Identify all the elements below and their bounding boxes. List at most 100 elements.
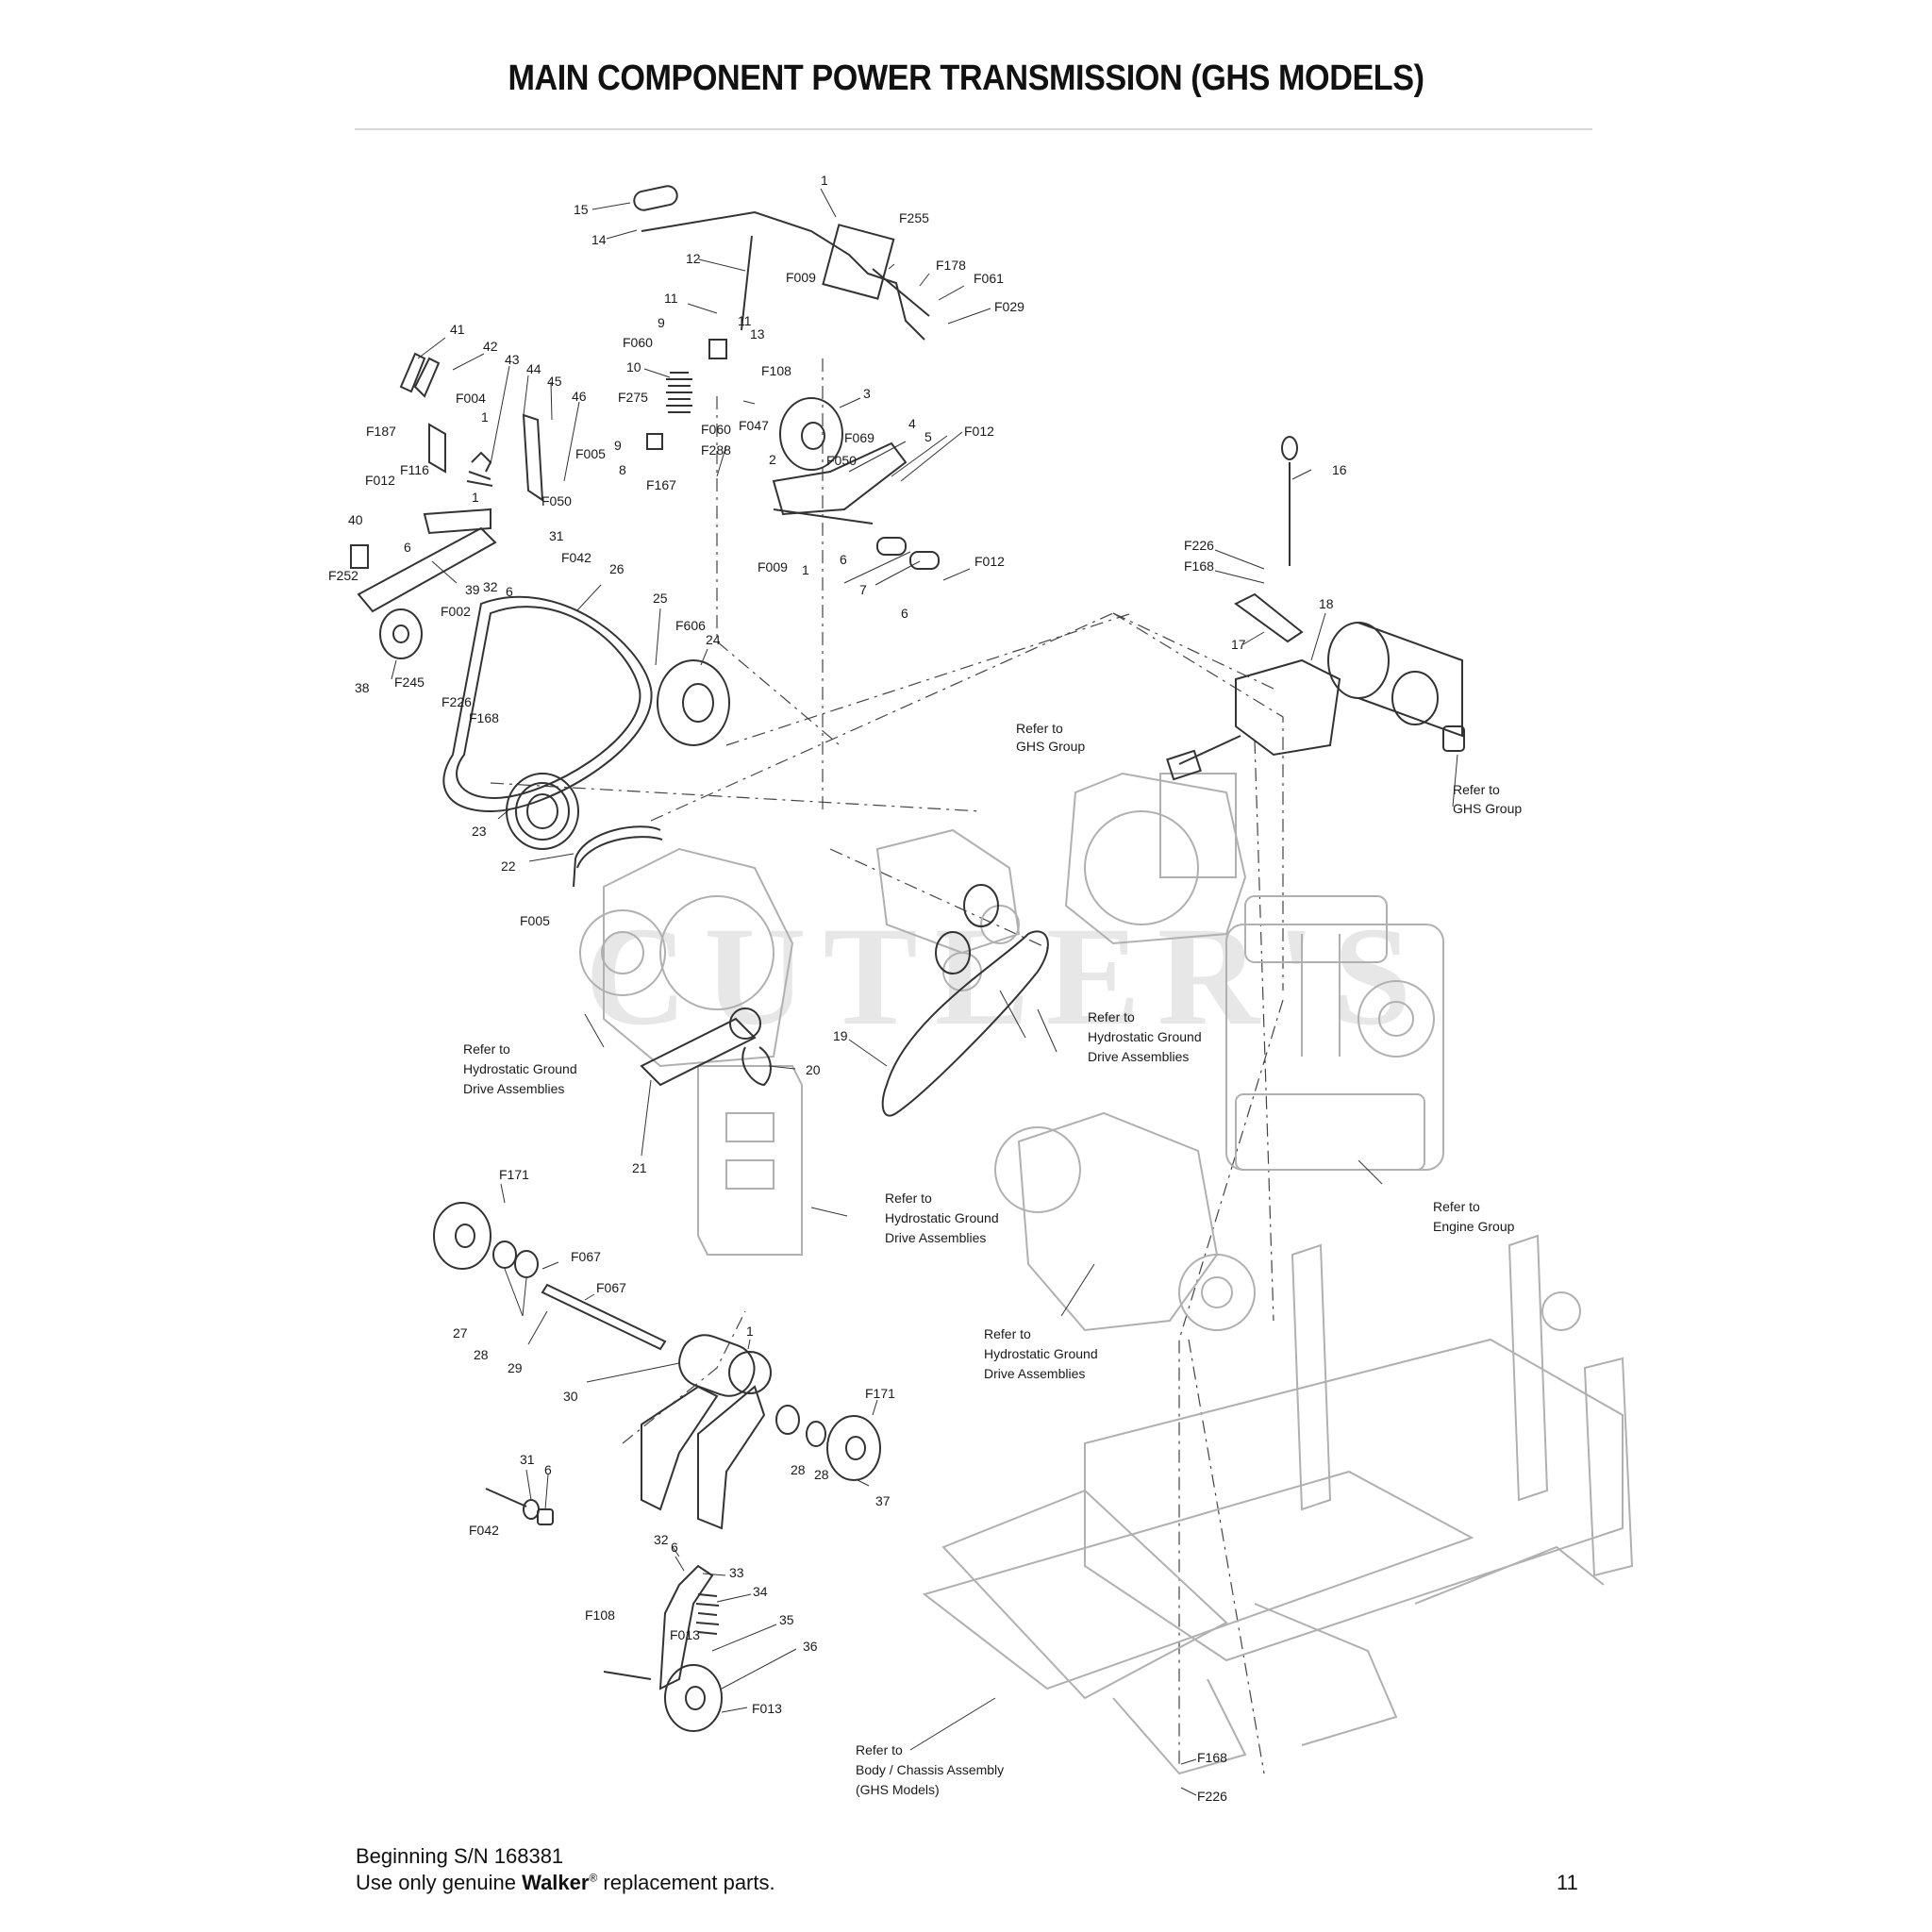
callout-41: 41 — [450, 322, 465, 337]
callout-26: 26 — [609, 561, 625, 576]
pulley-36 — [664, 1664, 723, 1732]
shaft-29 — [541, 1283, 667, 1351]
callout-31: 31 — [549, 528, 564, 543]
ref-body-chassis: Refer to Body / Chassis Assembly (GHS Mo… — [856, 1742, 1008, 1797]
callout-6e: 6 — [544, 1462, 552, 1477]
bushings-7 — [876, 537, 940, 570]
callout-24: 24 — [706, 632, 721, 647]
callout-16: 16 — [1332, 462, 1347, 477]
callout-F226b: F226 — [441, 694, 472, 709]
bolt-F108b — [603, 1671, 652, 1680]
dipstick-16 — [1281, 436, 1298, 566]
callout-F187: F187 — [366, 424, 396, 439]
callout-25: 25 — [653, 591, 668, 606]
handle-lever-assembly — [633, 185, 930, 341]
drive-pulley-23 — [506, 773, 579, 850]
callout-F108: F108 — [761, 363, 791, 378]
callout-F005: F005 — [575, 446, 606, 461]
gearbox-pulleys-ghs — [1327, 622, 1465, 752]
callout-F226: F226 — [1184, 538, 1214, 553]
callout-28b: 28 — [791, 1462, 806, 1477]
ghs-pulley-top — [935, 884, 999, 974]
callout-F042: F042 — [561, 550, 591, 565]
callout-42: 42 — [483, 339, 498, 354]
callout-15: 15 — [574, 202, 589, 217]
hydrostatic-right-ghost — [994, 1111, 1256, 1332]
callout-18: 18 — [1319, 596, 1334, 611]
idler-bracket-39 — [350, 508, 497, 613]
callout-21: 21 — [632, 1160, 647, 1175]
callout-F178: F178 — [936, 258, 966, 273]
page-title: MAIN COMPONENT POWER TRANSMISSION (GHS M… — [508, 58, 1424, 98]
callout-27: 27 — [453, 1325, 468, 1341]
callout-F245: F245 — [394, 675, 425, 690]
callout-1: 1 — [821, 173, 828, 188]
callout-F255: F255 — [899, 210, 929, 225]
callout-31b: 31 — [520, 1452, 535, 1467]
callout-F012: F012 — [964, 424, 994, 439]
callout-33: 33 — [729, 1565, 744, 1580]
callout-6: 6 — [404, 540, 411, 555]
callout-3: 3 — [863, 386, 871, 401]
callout-28: 28 — [474, 1347, 489, 1362]
idler-arm-2 — [772, 441, 908, 525]
callout-F116: F116 — [400, 462, 429, 477]
callout-F275: F275 — [618, 390, 648, 405]
callout-37: 37 — [875, 1493, 891, 1508]
callout-F067b: F067 — [596, 1280, 626, 1295]
cooling-shroud-ghost — [1064, 772, 1247, 945]
hydrostatic-left-ghost — [579, 847, 794, 1068]
callout-7: 7 — [859, 582, 867, 597]
callout-F029: F029 — [994, 299, 1024, 314]
brand-name: Walker — [522, 1871, 590, 1894]
callout-F108b: F108 — [585, 1607, 615, 1623]
leader-lines — [391, 188, 1458, 1796]
callout-1b: 1 — [481, 409, 489, 425]
callout-F002: F002 — [441, 604, 471, 619]
engine-ghost — [1225, 895, 1444, 1171]
callout-F168c: F168 — [1197, 1750, 1227, 1765]
callout-F050: F050 — [826, 453, 857, 468]
callout-F606: F606 — [675, 618, 706, 633]
callout-F042b: F042 — [469, 1523, 499, 1538]
spring-34 — [695, 1593, 720, 1635]
callout-4: 4 — [908, 416, 916, 431]
callout-6b: 6 — [840, 552, 847, 567]
belt-19 — [881, 930, 1049, 1117]
callout-F004: F004 — [456, 391, 486, 406]
callout-19: 19 — [833, 1028, 848, 1043]
callout-6f: 6 — [671, 1540, 678, 1555]
ref-hydrostatic-lower: Refer to Hydrostatic Ground Drive Assemb… — [984, 1326, 1102, 1381]
callout-6c: 6 — [506, 584, 513, 599]
ref-engine-group: Refer to Engine Group — [1433, 1199, 1515, 1234]
housing-30 — [678, 1334, 772, 1397]
callout-F067: F067 — [571, 1249, 601, 1264]
ref-ghs-group-center: Refer to GHS Group — [1016, 721, 1085, 754]
callout-35: 35 — [779, 1612, 794, 1627]
callout-23: 23 — [472, 824, 487, 839]
callout-5: 5 — [924, 429, 932, 444]
idler-pulley-3 — [779, 397, 843, 471]
callout-F012b: F012 — [365, 473, 395, 488]
callout-6d: 6 — [901, 606, 908, 621]
pulley-27 — [433, 1202, 491, 1270]
callout-F012c: F012 — [974, 554, 1005, 569]
callout-10: 10 — [626, 359, 641, 375]
belt-26 — [442, 595, 653, 813]
mount-plate-ghost — [697, 1065, 803, 1256]
pulley-37 — [826, 1415, 881, 1481]
callout-F168: F168 — [1184, 558, 1214, 574]
gearbox-18 — [1166, 658, 1341, 781]
callout-labels: 15 14 1 F255 12 F009 F178 F061 F029 11 9… — [328, 173, 1347, 1804]
belt-guide-22 — [573, 825, 663, 888]
reference-notes: Refer to GHS Group Refer to GHS Group Re… — [463, 721, 1522, 1797]
callout-2: 2 — [769, 452, 776, 467]
callout-32b: 32 — [654, 1532, 669, 1547]
callout-1c: 1 — [472, 490, 479, 505]
callout-F050b: F050 — [541, 493, 572, 508]
callout-F226c: F226 — [1197, 1789, 1227, 1804]
callout-46: 46 — [572, 389, 587, 404]
callout-44: 44 — [526, 361, 541, 376]
drive-shaft-21 — [640, 1008, 761, 1087]
